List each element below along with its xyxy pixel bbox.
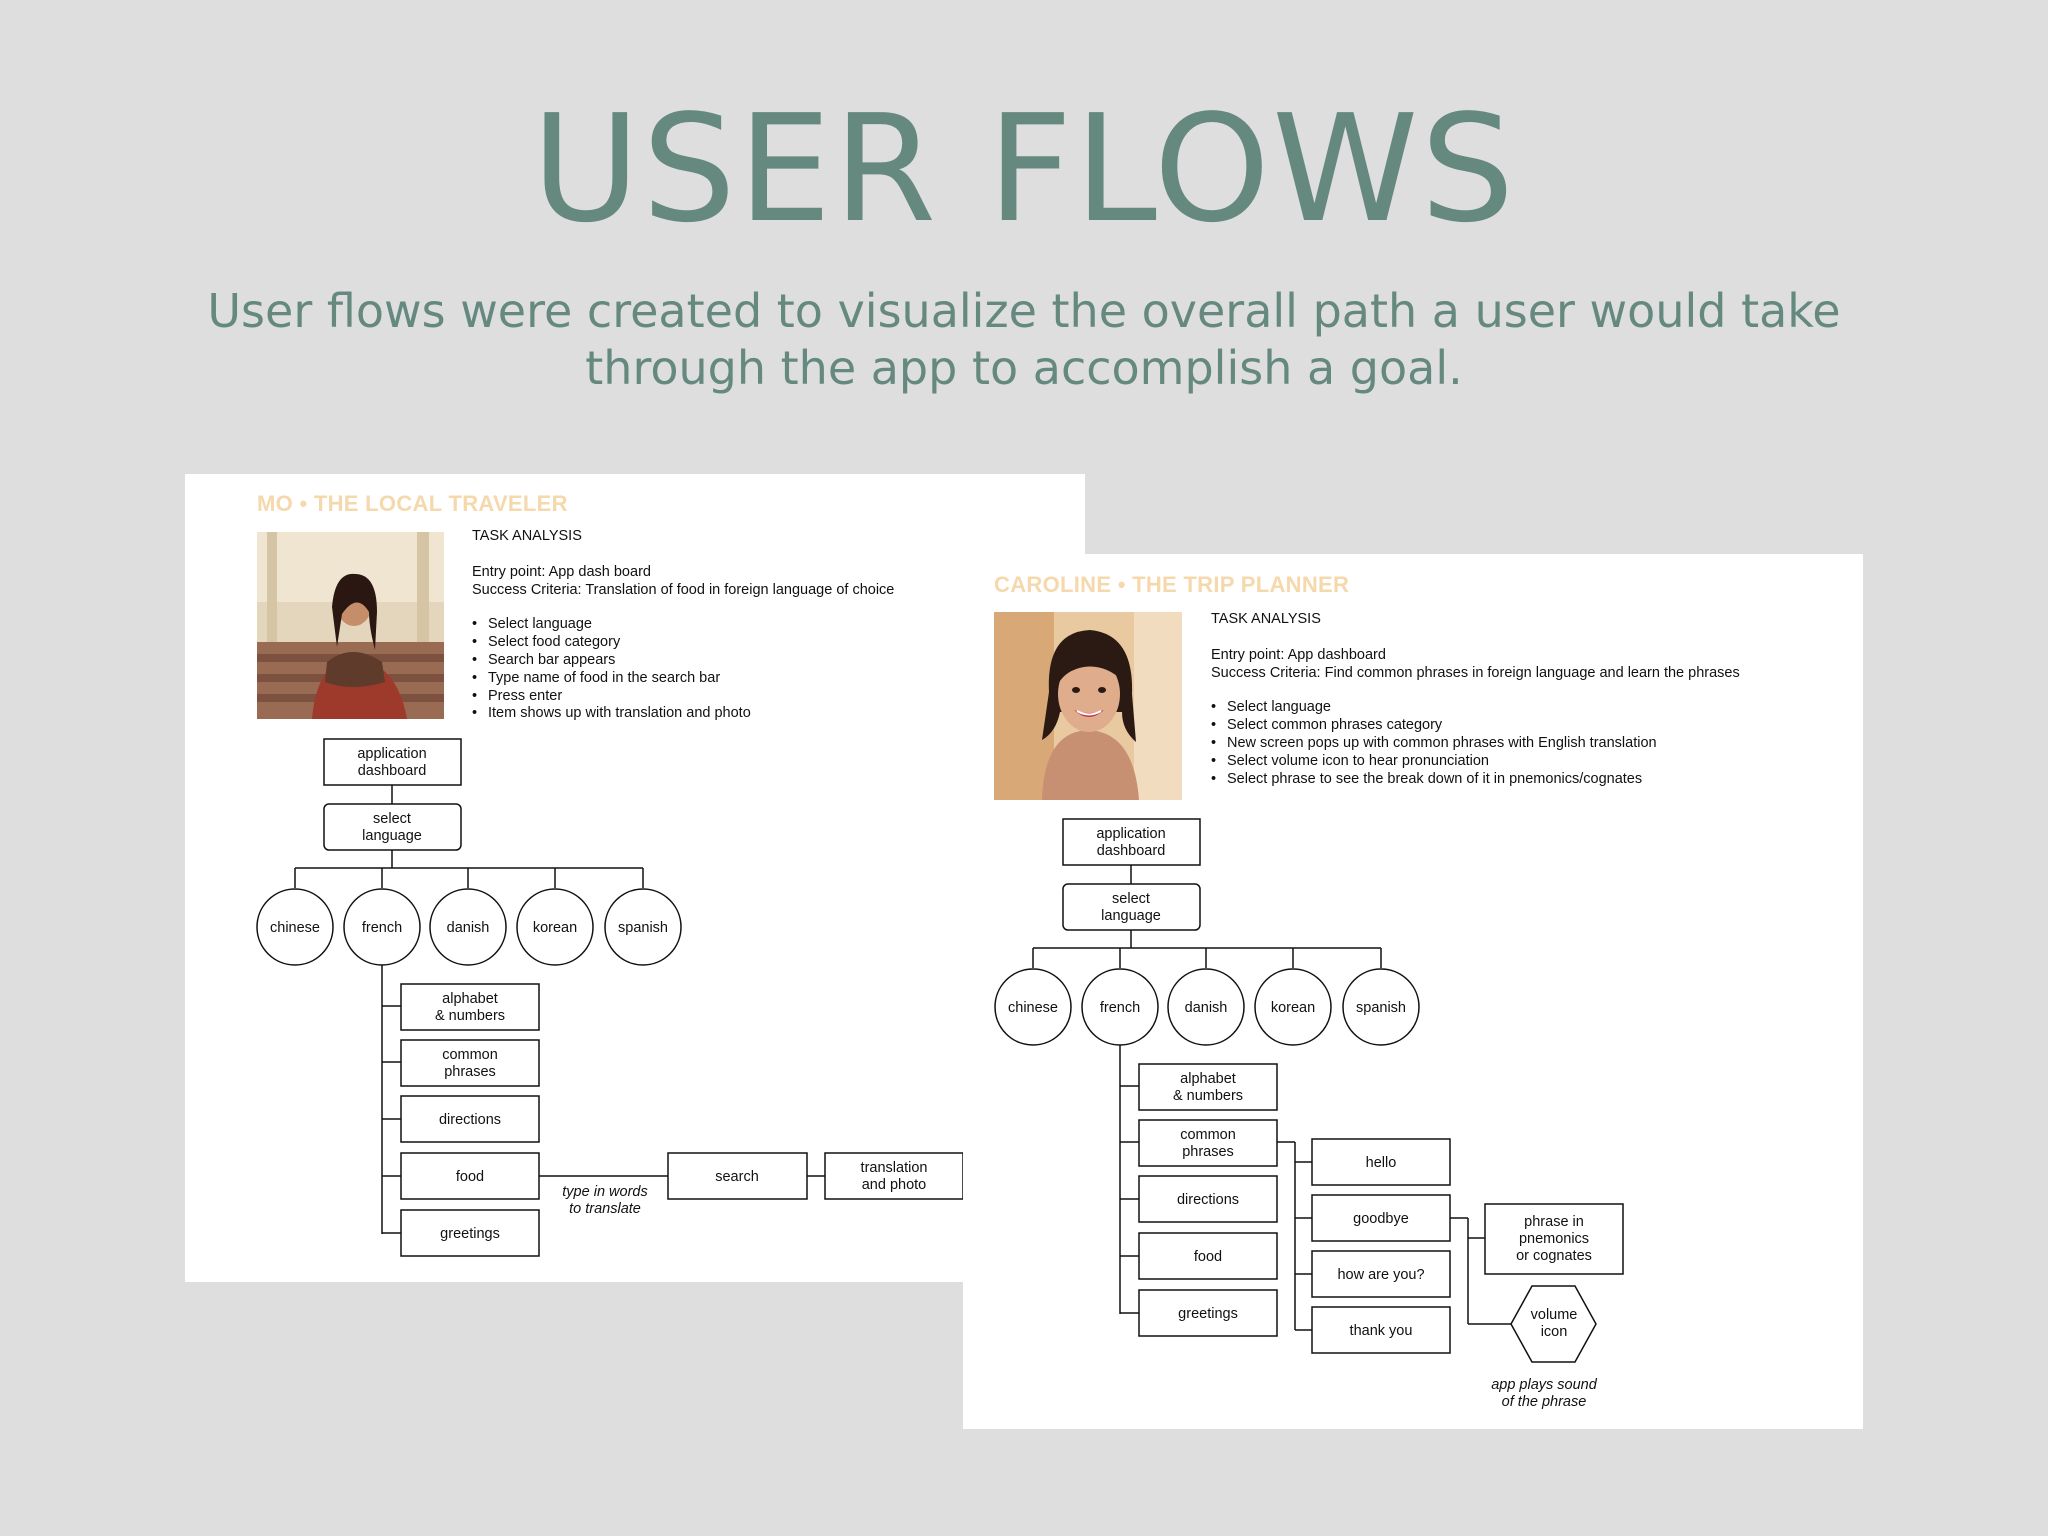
persona-photo [994, 612, 1182, 800]
user-flow-diagram: application dashboard select language ch… [994, 818, 1624, 1410]
select-language-label-2: language [362, 828, 422, 844]
success-criteria: Success Criteria: Find common phrases in… [1211, 664, 1740, 681]
volume-icon-node: volume icon [1510, 1285, 1597, 1363]
language-nodes: chinese french danish korean spanish [256, 888, 682, 966]
task-steps: Select language Select food category Sea… [472, 616, 894, 723]
task-step: Search bar appears [472, 652, 894, 670]
connector-note-line-1: type in words [562, 1184, 647, 1200]
language-spanish: spanish [618, 920, 668, 936]
breakdown-label-1: phrase in [1524, 1214, 1584, 1230]
category-directions: directions [1177, 1192, 1239, 1208]
task-analysis-title: TASK ANALYSIS [1211, 611, 1321, 627]
dashboard-node: application dashboard [323, 738, 462, 786]
breakdown-label-2: pnemonics [1519, 1231, 1589, 1247]
breakdown-label-3: or cognates [1516, 1248, 1592, 1264]
persona-heading: CAROLINE • THE TRIP PLANNER [994, 572, 1350, 597]
persona-card-caroline: CAROLINE • THE TRIP PLANNER TASK ANALYSI… [963, 554, 1863, 1429]
select-language-node: select language [323, 803, 462, 851]
category-alphabet-label-2: & numbers [435, 1008, 505, 1024]
search-node: search [667, 1152, 808, 1200]
sound-note: app plays sound of the phrase [1491, 1377, 1598, 1410]
task-step: Press enter [472, 688, 894, 706]
task-steps: Select language Select common phrases ca… [1211, 699, 1740, 788]
page-title: USER FLOWS [531, 83, 1517, 255]
category-food: food [456, 1169, 484, 1185]
language-nodes: chinese french danish korean spanish [994, 968, 1420, 1046]
select-language-node: select language [1062, 883, 1201, 931]
category-phrases-label-1: common [442, 1047, 498, 1063]
sound-note-line-2: of the phrase [1502, 1394, 1587, 1410]
task-step: Select language [472, 616, 894, 634]
language-korean: korean [533, 920, 577, 936]
task-step: Item shows up with translation and photo [472, 705, 894, 723]
category-nodes: alphabet & numbers common phrases direct… [400, 983, 540, 1257]
task-step: Select language [1211, 699, 1740, 717]
task-step: Select volume icon to hear pronunciation [1211, 753, 1740, 771]
dashboard-label-2: dashboard [1097, 843, 1166, 859]
dashboard-label-2: dashboard [358, 763, 427, 779]
category-alphabet-label-1: alphabet [442, 991, 498, 1007]
task-analysis: TASK ANALYSIS Entry point: App dash boar… [472, 528, 894, 723]
subtitle-line-1: User flows were created to visualize the… [207, 284, 1841, 338]
page-subtitle: User flows were created to visualize the… [0, 283, 2048, 397]
category-alphabet-label-2: & numbers [1173, 1088, 1243, 1104]
category-greetings: greetings [440, 1226, 500, 1242]
phrase-how-are-you: how are you? [1337, 1267, 1424, 1283]
phrase-nodes: hello goodbye how are you? thank you [1311, 1138, 1451, 1354]
result-label-1: translation [861, 1160, 928, 1176]
breakdown-node: phrase in pnemonics or cognates [1484, 1203, 1624, 1275]
entry-point: Entry point: App dash board [472, 563, 651, 580]
search-label: search [715, 1169, 759, 1185]
persona-photo [257, 532, 444, 719]
language-danish: danish [1185, 1000, 1228, 1016]
subtitle-line-2: through the app to accomplish a goal. [585, 341, 1463, 395]
category-nodes: alphabet & numbers common phrases direct… [1138, 1063, 1278, 1337]
language-french: french [362, 920, 402, 936]
dashboard-label-1: application [1096, 826, 1165, 842]
flow-connectors [1032, 865, 1511, 1331]
phrase-thank-you: thank you [1350, 1323, 1413, 1339]
category-phrases-label-2: phrases [444, 1064, 496, 1080]
language-chinese: chinese [270, 920, 320, 936]
volume-label-2: icon [1541, 1324, 1568, 1340]
connector-note-line-2: to translate [569, 1201, 641, 1217]
phrase-hello: hello [1366, 1155, 1397, 1171]
category-phrases-label-2: phrases [1182, 1144, 1234, 1160]
category-alphabet-label-1: alphabet [1180, 1071, 1236, 1087]
language-korean: korean [1271, 1000, 1315, 1016]
sound-note-line-1: app plays sound [1491, 1377, 1598, 1393]
task-analysis: TASK ANALYSIS Entry point: App dashboard… [1211, 611, 1740, 788]
task-step: New screen pops up with common phrases w… [1211, 735, 1740, 753]
category-greetings: greetings [1178, 1306, 1238, 1322]
task-step: Type name of food in the search bar [472, 670, 894, 688]
persona-heading: MO • THE LOCAL TRAVELER [257, 491, 568, 516]
dashboard-node: application dashboard [1062, 818, 1201, 866]
task-analysis-title: TASK ANALYSIS [472, 528, 582, 544]
language-spanish: spanish [1356, 1000, 1406, 1016]
select-language-label-2: language [1101, 908, 1161, 924]
entry-point: Entry point: App dashboard [1211, 646, 1386, 663]
connector-note: type in words to translate [562, 1184, 647, 1217]
success-criteria: Success Criteria: Translation of food in… [472, 581, 895, 598]
result-node: translation and photo [824, 1152, 964, 1200]
select-language-label-1: select [1112, 891, 1150, 907]
language-chinese: chinese [1008, 1000, 1058, 1016]
category-phrases-label-1: common [1180, 1127, 1236, 1143]
flow-connectors [294, 785, 825, 1234]
task-step: Select phrase to see the break down of i… [1211, 771, 1740, 789]
task-step: Select common phrases category [1211, 717, 1740, 735]
select-language-label-1: select [373, 811, 411, 827]
task-step: Select food category [472, 634, 894, 652]
language-french: french [1100, 1000, 1140, 1016]
language-danish: danish [447, 920, 490, 936]
result-label-2: and photo [862, 1177, 927, 1193]
user-flow-diagram: application dashboard select language ch… [256, 738, 964, 1257]
phrase-goodbye: goodbye [1353, 1211, 1409, 1227]
volume-label-1: volume [1531, 1307, 1578, 1323]
dashboard-label-1: application [357, 746, 426, 762]
category-food: food [1194, 1249, 1222, 1265]
category-directions: directions [439, 1112, 501, 1128]
persona-card-mo: MO • THE LOCAL TRAVELER TASK ANALYSIS En… [185, 474, 1085, 1282]
